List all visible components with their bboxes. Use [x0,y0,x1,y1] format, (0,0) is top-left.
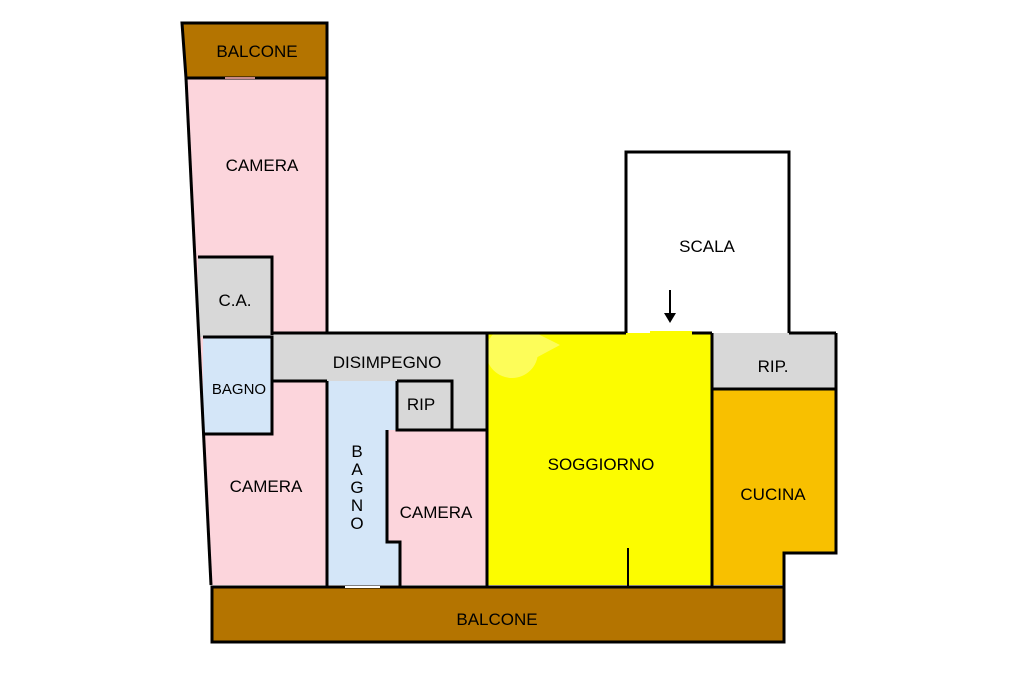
balcone-bottom-wall [210,585,786,644]
soggiorno-label: SOGGIORNO [548,455,655,474]
watermark-logo [486,326,560,378]
rip-right-area [712,333,836,389]
balcone-top-area [182,23,327,78]
disimpegno-label: DISIMPEGNO [333,353,442,372]
bagno-left-wall [203,335,274,436]
scala-wall [624,150,791,333]
ca-label: C.A. [218,291,251,310]
camera-mid-label: CAMERA [400,503,473,522]
bagno-left-label: BAGNO [212,381,266,398]
bagno-vertical-wall [385,430,402,587]
balcone-top-label: BALCONE [216,42,297,61]
camera-mid-area [387,430,487,585]
balcone-bottom-label: BALCONE [456,610,537,629]
bagno-letter: G [350,478,363,497]
disimpegno-area [272,333,487,430]
bagno-vertical-area [327,381,400,585]
ca-area [198,257,272,337]
bagno-letter: O [350,514,363,533]
cucina-label: CUCINA [740,485,806,504]
scala-area [626,152,789,333]
bagno-letter: A [351,460,363,479]
balcone-bottom-area [212,587,784,642]
cucina-area [712,389,836,585]
outer-wall-right [782,333,838,587]
rip-small-area [397,381,452,430]
soggiorno-area [487,333,712,585]
bagno-letter: B [351,442,362,461]
bagno-left-area [203,337,272,434]
camera-left-label: CAMERA [230,477,303,496]
rip-right-label: RIP. [758,357,789,376]
scala-label: SCALA [679,237,735,256]
ca-wall [198,255,274,335]
outer-wall-left [184,77,213,586]
bagno-letter: N [351,496,363,515]
down-arrow-icon [664,290,676,323]
camera-top-label: CAMERA [226,156,299,175]
rip-small-label: RIP [407,395,435,414]
